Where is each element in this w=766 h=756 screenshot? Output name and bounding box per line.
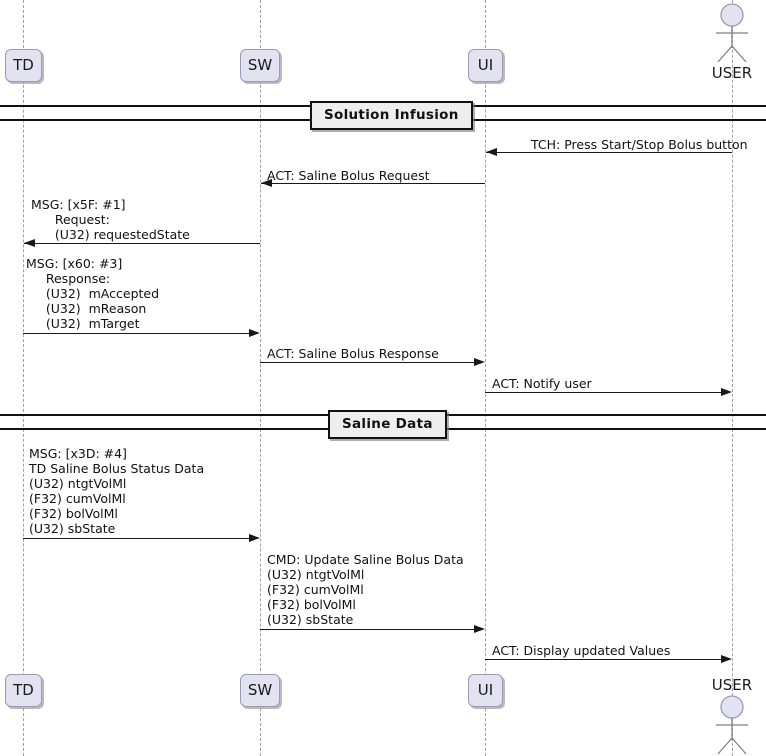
message-label-m4: MSG: [x60: #3] Response: (U32) mAccepted… [26,256,159,331]
actor-user-top[interactable] [702,2,762,64]
actor-user-top-label: USER [711,64,753,82]
message-arrow-m9 [485,659,721,660]
actor-figure-icon [716,3,748,63]
message-label-m1: TCH: Press Start/Stop Bolus button [531,137,748,152]
divider-saline-data: Saline Data [328,410,447,439]
message-arrowhead-m6 [721,388,732,396]
lifeline-td [23,0,24,756]
message-label-m3: MSG: [x5F: #1] Request: (U32) requestedS… [31,197,190,242]
participant-ui-top[interactable]: UI [468,49,503,82]
participant-td-bottom[interactable]: TD [5,674,42,707]
participant-sw-top[interactable]: SW [240,49,280,82]
message-text-m4: MSG: [x60: #3] Response: (U32) mAccepted… [26,256,160,331]
lifeline-ui [485,0,486,756]
message-label-m2: ACT: Saline Bolus Request [267,168,430,183]
message-label-m9: ACT: Display updated Values [492,643,671,658]
participant-td-top[interactable]: TD [5,49,42,82]
message-arrow-m6 [485,392,721,393]
message-arrowhead-m1 [486,148,497,156]
message-arrow-m4 [23,333,249,334]
message-label-m7: MSG: [x3D: #4] TD Saline Bolus Status Da… [29,446,204,536]
actor-figure-icon [716,695,748,755]
participant-sw-bottom[interactable]: SW [240,674,280,707]
message-arrow-m1 [486,152,732,153]
message-arrowhead-m5 [474,358,485,366]
message-arrow-m7 [23,538,249,539]
message-label-m6: ACT: Notify user [492,376,592,391]
message-arrow-m5 [260,362,474,363]
message-text-m7: MSG: [x3D: #4] TD Saline Bolus Status Da… [29,446,205,536]
divider-solution-infusion: Solution Infusion [310,101,473,130]
message-label-m8: CMD: Update Saline Bolus Data (U32) ntgt… [267,552,464,627]
message-arrowhead-m2 [261,179,272,187]
message-text-m3: MSG: [x5F: #1] Request: (U32) requestedS… [31,197,190,242]
message-arrow-m3 [24,243,260,244]
message-label-m5: ACT: Saline Bolus Response [267,346,439,361]
actor-user-bottom-label: USER [711,676,753,694]
message-text-m8: CMD: Update Saline Bolus Data (U32) ntgt… [267,552,464,627]
participant-ui-bottom[interactable]: UI [468,674,503,707]
message-arrowhead-m3 [24,239,35,247]
message-arrow-m8 [260,629,474,630]
lifeline-user [732,0,733,756]
message-arrow-m2 [261,183,485,184]
message-arrowhead-m7 [249,534,260,542]
lifeline-sw [260,0,261,756]
actor-user-bottom[interactable] [702,694,762,756]
message-arrowhead-m8 [474,625,485,633]
message-arrowhead-m4 [249,329,260,337]
message-arrowhead-m9 [721,655,732,663]
